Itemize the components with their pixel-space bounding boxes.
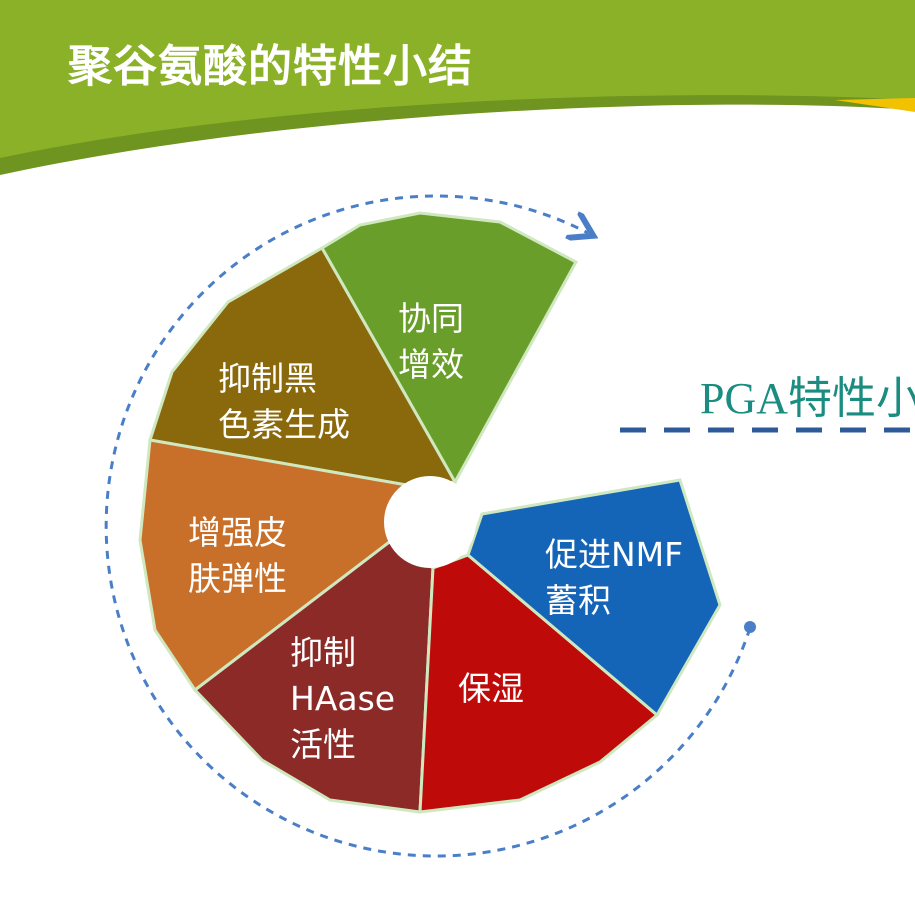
label-line: 促进NMF (545, 535, 684, 574)
segment-label-nmf: 促进NMF 蓄积 (545, 532, 683, 624)
label-line: 增效 (398, 345, 464, 384)
label-line: 色素生成 (218, 405, 350, 444)
label-line: 肤弹性 (188, 559, 287, 598)
label-line: 协同 (398, 299, 464, 338)
segment-label-haase: 抑制 HAase 活性 (290, 630, 395, 768)
segment-label-elasticity: 增强皮 肤弹性 (188, 510, 287, 602)
header-band (0, 0, 915, 158)
page-title: 聚谷氨酸的特性小结 (68, 41, 473, 92)
label-line: 活性 (290, 725, 356, 764)
segment-label-moisture: 保湿 (458, 666, 524, 712)
segment-label-melanin: 抑制黑 色素生成 (218, 356, 350, 448)
arc-start-dot (744, 621, 756, 633)
label-line: HAase (290, 679, 396, 718)
progress-arc (104, 194, 752, 858)
label-line: 抑制黑 (218, 359, 317, 398)
side-heading: PGA特性小 (700, 374, 915, 423)
center-hole (384, 476, 476, 568)
header-accent-yellow (835, 98, 915, 112)
segment-label-synergy: 协同 增效 (398, 296, 464, 388)
label-line: 增强皮 (188, 513, 287, 552)
segment-nmf (466, 478, 722, 718)
label-line: 蓄积 (545, 581, 611, 620)
label-line: 抑制 (290, 633, 356, 672)
label-line: 保湿 (458, 669, 524, 708)
